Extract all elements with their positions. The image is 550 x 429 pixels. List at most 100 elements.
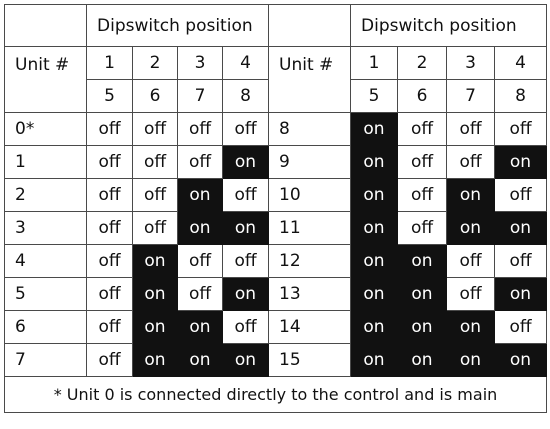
- switch-state-left-pos-2: on: [132, 244, 178, 278]
- switch-state-right-pos-1: on: [350, 244, 398, 278]
- switch-state-right-pos-3: on: [446, 310, 495, 344]
- switch-state-left-pos-3: on: [177, 310, 223, 344]
- switch-state-left-pos-3: on: [177, 211, 223, 245]
- switch-state-left-pos-1: off: [86, 178, 133, 212]
- position-3-right: 3: [446, 46, 495, 80]
- switch-state-left-pos-4: on: [222, 145, 269, 179]
- switch-state-right-pos-2: off: [397, 211, 447, 245]
- switch-state-left-pos-1: off: [86, 343, 133, 377]
- unit-number-left: 1: [4, 145, 87, 179]
- header-dipswitch-left: Dipswitch position: [86, 4, 269, 47]
- header-row-positions-bottom: 5 6 7 8 5 6 7 8: [5, 79, 547, 113]
- switch-state-right-pos-4: on: [494, 343, 547, 377]
- switch-state-right-pos-2: off: [397, 112, 447, 146]
- switch-state-right-pos-1: on: [350, 310, 398, 344]
- unit-number-left: 0*: [4, 112, 87, 146]
- switch-state-left-pos-4: on: [222, 343, 269, 377]
- position-6-right: 6: [397, 79, 447, 113]
- header-corner-right: [268, 4, 351, 47]
- dipswitch-table: Dipswitch position Dipswitch position Un…: [4, 4, 547, 413]
- unit-number-left: 7: [4, 343, 87, 377]
- switch-state-right-pos-4: off: [494, 310, 547, 344]
- unit-number-right: 11: [268, 211, 351, 245]
- footnote: * Unit 0 is connected directly to the co…: [4, 376, 547, 413]
- dipswitch-table-wrapper: Dipswitch position Dipswitch position Un…: [4, 4, 547, 413]
- switch-state-left-pos-2: off: [132, 178, 178, 212]
- switch-state-left-pos-1: off: [86, 211, 133, 245]
- position-6-left: 6: [132, 79, 178, 113]
- switch-state-right-pos-1: on: [350, 145, 398, 179]
- unit-number-right: 13: [268, 277, 351, 311]
- switch-state-right-pos-3: on: [446, 178, 495, 212]
- position-2-left: 2: [132, 46, 178, 80]
- header-row-positions-top: Unit # 1 2 3 4 Unit # 1 2 3 4: [4, 46, 547, 113]
- switch-state-left-pos-1: off: [86, 145, 133, 179]
- switch-state-right-pos-3: off: [446, 145, 495, 179]
- switch-state-right-pos-3: off: [446, 244, 495, 278]
- switch-state-left-pos-4: off: [222, 244, 269, 278]
- switch-state-left-pos-1: off: [86, 310, 133, 344]
- position-7-right: 7: [446, 79, 495, 113]
- unit-number-left: 3: [4, 211, 87, 245]
- switch-state-left-pos-1: off: [86, 277, 133, 311]
- switch-state-right-pos-2: on: [397, 277, 447, 311]
- switch-state-left-pos-2: on: [132, 277, 178, 311]
- footnote-row: * Unit 0 is connected directly to the co…: [4, 376, 547, 413]
- switch-state-left-pos-4: on: [222, 211, 269, 245]
- switch-state-left-pos-3: off: [177, 244, 223, 278]
- switch-state-left-pos-2: on: [132, 343, 178, 377]
- switch-state-right-pos-2: off: [397, 178, 447, 212]
- switch-state-right-pos-3: on: [446, 211, 495, 245]
- switch-state-left-pos-1: off: [86, 244, 133, 278]
- switch-state-left-pos-3: on: [177, 178, 223, 212]
- switch-state-right-pos-1: on: [350, 277, 398, 311]
- unit-number-left: 4: [4, 244, 87, 278]
- position-5-right: 5: [350, 79, 398, 113]
- position-4-left: 4: [222, 46, 269, 80]
- switch-state-left-pos-2: off: [132, 112, 178, 146]
- header-dipswitch-right: Dipswitch position: [350, 4, 547, 47]
- switch-state-left-pos-1: off: [86, 112, 133, 146]
- switch-state-left-pos-4: off: [222, 310, 269, 344]
- unit-number-right: 14: [268, 310, 351, 344]
- position-1-right: 1: [350, 46, 398, 80]
- switch-state-right-pos-4: on: [494, 277, 547, 311]
- switch-state-right-pos-2: on: [397, 343, 447, 377]
- switch-state-right-pos-3: off: [446, 112, 495, 146]
- header-corner-left: [4, 4, 87, 47]
- switch-state-left-pos-4: off: [222, 178, 269, 212]
- position-8-right: 8: [494, 79, 547, 113]
- switch-state-right-pos-3: off: [446, 277, 495, 311]
- switch-state-right-pos-1: on: [350, 178, 398, 212]
- switch-state-right-pos-1: on: [350, 112, 398, 146]
- position-1-left: 1: [86, 46, 133, 80]
- header-row-group: Dipswitch position Dipswitch position: [4, 4, 547, 47]
- switch-state-left-pos-3: off: [177, 145, 223, 179]
- position-5-left: 5: [86, 79, 133, 113]
- header-unit-right: Unit #: [268, 46, 351, 113]
- switch-state-left-pos-3: on: [177, 343, 223, 377]
- unit-number-left: 5: [4, 277, 87, 311]
- switch-state-left-pos-2: off: [132, 211, 178, 245]
- switch-state-right-pos-2: on: [397, 310, 447, 344]
- header-unit-left: Unit #: [4, 46, 87, 113]
- switch-state-right-pos-2: on: [397, 244, 447, 278]
- switch-state-left-pos-2: on: [132, 310, 178, 344]
- switch-state-right-pos-4: off: [494, 244, 547, 278]
- switch-state-right-pos-4: off: [494, 112, 547, 146]
- switch-state-right-pos-4: on: [494, 211, 547, 245]
- unit-number-left: 2: [4, 178, 87, 212]
- unit-number-left: 6: [4, 310, 87, 344]
- switch-state-left-pos-2: off: [132, 145, 178, 179]
- switch-state-right-pos-1: on: [350, 211, 398, 245]
- position-2-right: 2: [397, 46, 447, 80]
- switch-state-right-pos-2: off: [397, 145, 447, 179]
